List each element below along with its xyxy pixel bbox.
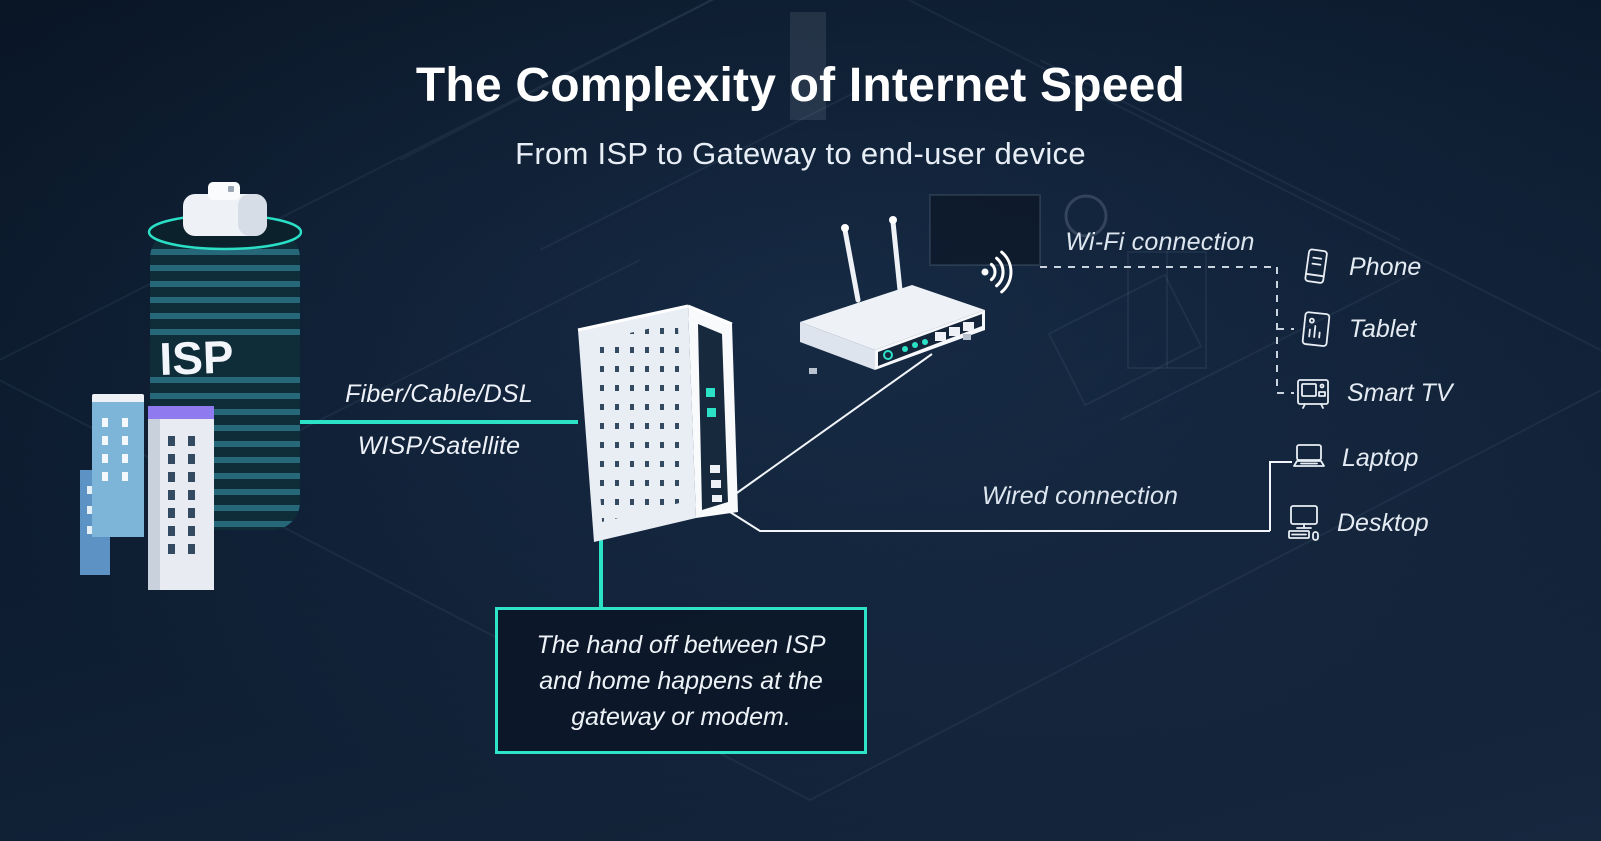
- wifi-router-illustration: [800, 216, 985, 374]
- device-label: Smart TV: [1347, 378, 1453, 407]
- isp-tower-rim: [147, 213, 303, 251]
- modem-front-face: [578, 306, 696, 542]
- callout-line: gateway or modem.: [571, 702, 791, 731]
- device-label: Desktop: [1337, 508, 1429, 537]
- device-item-desktop: Desktop: [1283, 503, 1429, 543]
- gateway-modem-illustration: [577, 304, 738, 542]
- modem-status-panel: [698, 324, 728, 510]
- city-buildings: [80, 394, 214, 590]
- device-item-laptop: Laptop: [1288, 438, 1418, 478]
- router-antennas: [842, 219, 903, 303]
- wisp-satellite-label: WISP/Satellite: [357, 432, 521, 460]
- page-subtitle: From ISP to Gateway to end-user device: [515, 136, 1086, 171]
- router-status-panel: [878, 314, 982, 366]
- callout-line: and home happens at the: [539, 666, 823, 695]
- isp-label: ISP: [159, 330, 235, 385]
- smart-tv-icon: [1297, 379, 1329, 409]
- tablet-icon: [1301, 311, 1331, 347]
- laptop-icon: [1293, 444, 1325, 467]
- device-item-smart-tv: Smart TV: [1293, 373, 1453, 413]
- callout-line: The hand off between ISP: [536, 630, 826, 659]
- router-left-face: [800, 322, 875, 370]
- device-item-phone: Phone: [1295, 247, 1421, 287]
- desktop-icon: [1288, 505, 1319, 541]
- wifi-connection-label: Wi-Fi connection: [1065, 228, 1255, 256]
- device-label: Phone: [1349, 252, 1422, 281]
- isp-tower-cap: [183, 182, 267, 236]
- device-item-tablet: Tablet: [1295, 309, 1416, 349]
- modem-side-face: [688, 306, 738, 518]
- router-front-face: [875, 310, 985, 370]
- wifi-dashed-lines: [1040, 266, 1294, 394]
- isp-tower: [150, 230, 300, 530]
- device-label: Laptop: [1342, 443, 1419, 472]
- callout-box: The hand off between ISP and home happen…: [495, 607, 867, 754]
- page-title: The Complexity of Internet Speed: [415, 59, 1186, 112]
- isp-building-illustration: ISP: [80, 182, 303, 590]
- router-top-face: [800, 285, 985, 350]
- device-label: Tablet: [1349, 314, 1417, 343]
- wifi-signal-icon: [981, 250, 1013, 294]
- wired-connection-label: Wired connection: [981, 482, 1179, 510]
- phone-icon: [1304, 248, 1328, 284]
- fiber-cable-dsl-label: Fiber/Cable/DSL: [345, 380, 533, 408]
- floorplan-tv: [929, 194, 1041, 266]
